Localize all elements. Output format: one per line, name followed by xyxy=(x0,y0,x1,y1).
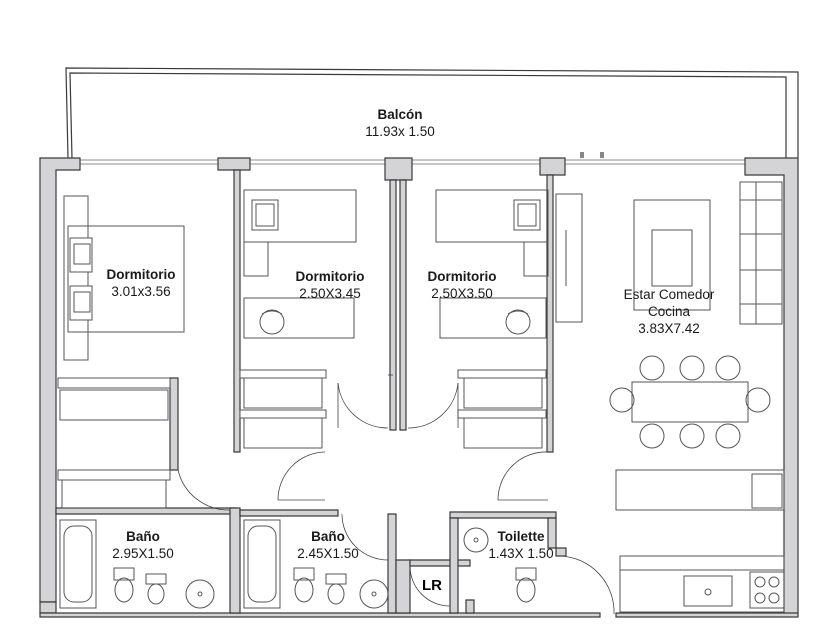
label-estar: Estar Comedor Cocina 3.83X7.42 xyxy=(624,286,715,337)
room-name: Dormitorio xyxy=(427,269,497,284)
room-dims: 11.93x 1.50 xyxy=(365,124,435,139)
label-lr: LR xyxy=(422,577,442,594)
room-dims: 3.01x3.56 xyxy=(111,284,171,299)
room-dims: 1.43X 1.50 xyxy=(488,546,554,561)
room-dims: 2.95X1.50 xyxy=(112,546,174,561)
doors xyxy=(177,374,615,615)
room-dims: 2.50X3.45 xyxy=(299,286,361,301)
bathroom-2-fixtures xyxy=(243,519,389,609)
interior-walls xyxy=(55,169,567,614)
label-dormitorio-1: Dormitorio 3.01x3.56 xyxy=(107,266,176,300)
kitchen xyxy=(615,469,785,613)
label-dormitorio-3: Dormitorio 2.50X3.50 xyxy=(428,268,497,302)
room-name: Balcón xyxy=(377,107,423,122)
dining-table xyxy=(609,355,771,449)
label-bano-1: Baño 2.95X1.50 xyxy=(112,528,174,562)
room-name-2: Cocina xyxy=(647,304,691,319)
room-name: Baño xyxy=(126,529,160,544)
closets xyxy=(57,369,547,509)
toilette-fixtures xyxy=(463,527,537,603)
living-furniture xyxy=(555,181,783,325)
exterior-walls xyxy=(39,157,799,618)
room-dims: 2.45X1.50 xyxy=(297,546,359,561)
room-name: Estar Comedor xyxy=(623,287,715,302)
room-dims: 2.50X3.50 xyxy=(431,286,493,301)
room-name: Dormitorio xyxy=(295,269,365,284)
label-balcon: Balcón 11.93x 1.50 xyxy=(365,106,435,140)
bathroom-1-fixtures xyxy=(59,519,215,609)
bed-double xyxy=(63,195,185,361)
bed-single-2 xyxy=(435,189,549,339)
bed-single-1 xyxy=(243,189,357,339)
label-dormitorio-2: Dormitorio 2.50X3.45 xyxy=(296,268,365,302)
label-toilette: Toilette 1.43X 1.50 xyxy=(488,528,553,562)
room-name: Dormitorio xyxy=(106,267,176,282)
room-name: Toilette xyxy=(497,529,545,544)
balcony xyxy=(65,67,799,165)
room-name: Baño xyxy=(311,529,345,544)
label-bano-2: Baño 2.45X1.50 xyxy=(297,528,359,562)
room-dims: 3.83X7.42 xyxy=(638,321,700,336)
